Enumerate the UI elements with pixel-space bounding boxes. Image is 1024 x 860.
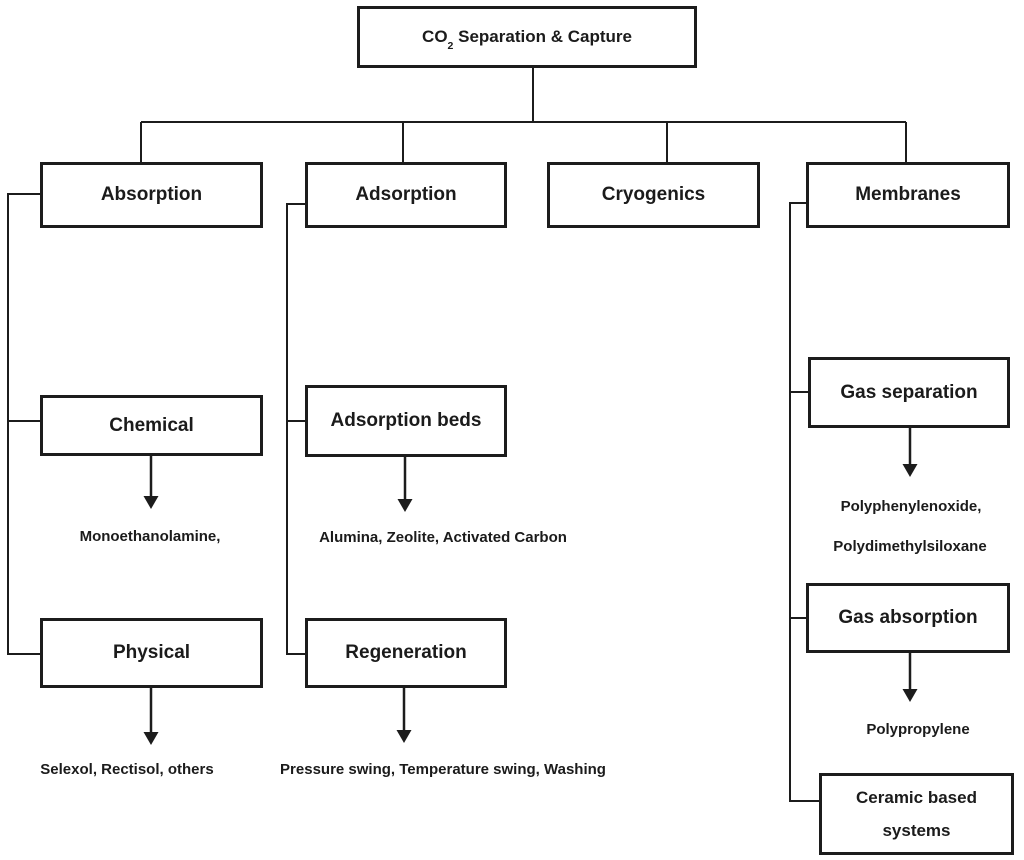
node-ceramic-based-systems: Ceramic based systems xyxy=(819,773,1014,855)
gas-separation-label: Gas separation xyxy=(840,381,978,403)
cryogenics-label: Cryogenics xyxy=(601,184,706,206)
arrow-adsorption-beds-head xyxy=(397,499,413,512)
adsorption-label: Adsorption xyxy=(355,184,457,206)
root-label-rest: Separation & Capture xyxy=(453,27,632,47)
leaf-gas-separation-examples-line2: Polydimethylsiloxane xyxy=(833,538,987,555)
membranes-label: Membranes xyxy=(855,184,961,206)
root-label-main: CO xyxy=(422,27,448,47)
node-absorption: Absorption xyxy=(40,162,263,228)
leaf-adsorption-beds-examples: Alumina, Zeolite, Activated Carbon xyxy=(319,529,567,546)
node-membranes: Membranes xyxy=(806,162,1010,228)
arrow-regeneration-head xyxy=(396,730,412,743)
root-label-subscript: 2 xyxy=(447,39,454,52)
adsorption-beds-label: Adsorption beds xyxy=(330,410,482,432)
gas-absorption-label: Gas absorption xyxy=(838,607,978,629)
leaf-gas-absorption-examples: Polypropylene xyxy=(866,721,970,738)
node-cryogenics: Cryogenics xyxy=(547,162,760,228)
bracket-membranes xyxy=(789,202,819,802)
node-gas-absorption: Gas absorption xyxy=(806,583,1010,653)
leaf-gas-separation-examples-line1: Polyphenylenoxide, xyxy=(840,498,982,515)
node-physical: Physical xyxy=(40,618,263,688)
bracket-absorption xyxy=(7,193,40,655)
root-label: CO2 Separation & Capture xyxy=(422,27,632,51)
arrow-physical-head xyxy=(143,732,159,745)
ceramic-label-line2: systems xyxy=(882,820,951,840)
leaf-chemical-examples: Monoethanolamine, xyxy=(79,528,221,545)
arrow-gas-separation-head xyxy=(902,464,918,477)
chemical-label: Chemical xyxy=(109,414,194,436)
physical-label: Physical xyxy=(112,642,191,664)
arrow-gas-absorption-head xyxy=(902,689,918,702)
node-chemical: Chemical xyxy=(40,395,263,456)
arrow-chemical-head xyxy=(143,496,159,509)
leaf-physical-examples: Selexol, Rectisol, others xyxy=(40,761,214,778)
absorption-label: Absorption xyxy=(100,184,203,206)
node-adsorption: Adsorption xyxy=(305,162,507,228)
regeneration-label: Regeneration xyxy=(345,642,467,664)
bracket-adsorption xyxy=(286,203,305,655)
leaf-regeneration-examples: Pressure swing, Temperature swing, Washi… xyxy=(280,761,606,778)
node-co2-separation-capture: CO2 Separation & Capture xyxy=(357,6,697,68)
node-adsorption-beds: Adsorption beds xyxy=(305,385,507,457)
ceramic-label: Ceramic based systems xyxy=(856,788,977,840)
ceramic-label-line1: Ceramic based xyxy=(856,787,977,807)
node-regeneration: Regeneration xyxy=(305,618,507,688)
node-gas-separation: Gas separation xyxy=(808,357,1010,428)
